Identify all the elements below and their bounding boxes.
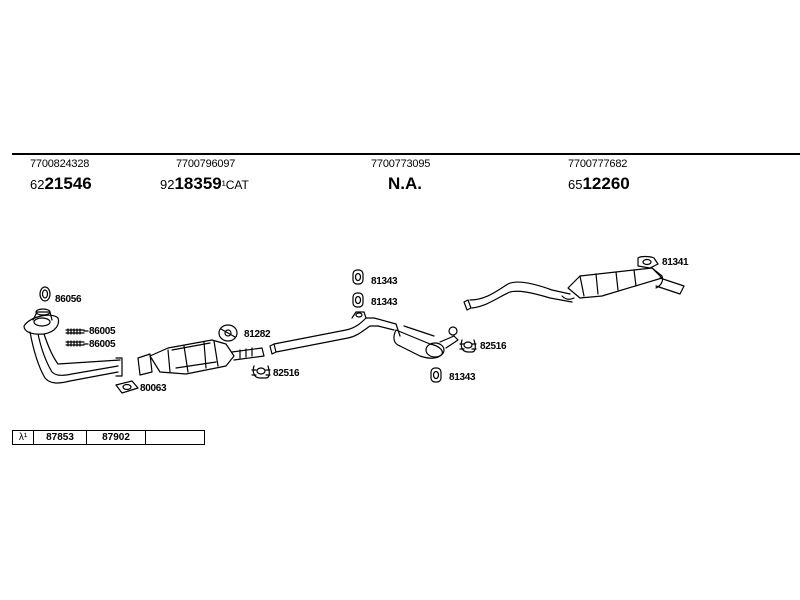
ref-main: 12260 bbox=[582, 174, 630, 193]
callout-86005-b: 86005 bbox=[89, 339, 116, 350]
callout-81343-c: 81343 bbox=[449, 372, 476, 383]
ref-main: 21546 bbox=[44, 174, 92, 193]
stud-86005-b bbox=[65, 340, 85, 347]
rubber-mount-81343-c bbox=[430, 367, 442, 383]
callout-81282: 81282 bbox=[244, 329, 271, 340]
intermediate-pipe bbox=[269, 311, 379, 355]
rubber-mount-81341 bbox=[637, 255, 659, 269]
legend-cell-3 bbox=[146, 431, 204, 444]
rubber-mount-81343-b bbox=[352, 292, 364, 308]
callout-81343-a: 81343 bbox=[371, 276, 398, 287]
ref-prefix: 62 bbox=[30, 177, 45, 192]
part-number-manifold: 7700824328 bbox=[30, 158, 90, 170]
ref-middle-silencer: N.A. bbox=[388, 174, 422, 194]
gasket-80063 bbox=[115, 380, 139, 394]
callout-82516-b: 82516 bbox=[480, 341, 507, 352]
legend-table: λ¹ 87853 87902 bbox=[12, 430, 205, 445]
ref-main: 18359 bbox=[174, 174, 222, 193]
ref-prefix: 65 bbox=[568, 177, 583, 192]
callout-86005-a: 86005 bbox=[89, 326, 116, 337]
ref-suffix: ¹CAT bbox=[221, 178, 249, 192]
ref-main: N.A. bbox=[388, 174, 422, 193]
part-number-middle-silencer: 7700773095 bbox=[371, 158, 431, 170]
ref-catalyst: 9218359¹CAT bbox=[160, 174, 249, 195]
callout-81343-b: 81343 bbox=[371, 297, 398, 308]
rubber-mount-81343-a bbox=[352, 269, 364, 285]
middle-silencer bbox=[373, 317, 459, 359]
exhaust-manifold bbox=[23, 308, 123, 384]
part-number-rear-silencer: 7700777682 bbox=[568, 158, 628, 170]
clamp-82516-b bbox=[459, 339, 477, 353]
ref-rear-silencer: 6512260 bbox=[568, 174, 630, 195]
callout-82516-a: 82516 bbox=[273, 368, 300, 379]
rubber-mount-81282 bbox=[218, 324, 238, 342]
legend-cell-2: 87902 bbox=[87, 431, 146, 444]
callout-86056: 86056 bbox=[55, 294, 82, 305]
rear-silencer bbox=[463, 267, 685, 311]
gasket-86056 bbox=[39, 286, 51, 302]
part-number-catalyst: 7700796097 bbox=[176, 158, 236, 170]
stud-86005-a bbox=[65, 328, 85, 335]
legend-lambda: λ¹ bbox=[13, 431, 34, 444]
catalytic-converter bbox=[137, 339, 265, 376]
legend-cell-1: 87853 bbox=[34, 431, 87, 444]
callout-80063: 80063 bbox=[140, 383, 167, 394]
ref-prefix: 92 bbox=[160, 177, 175, 192]
ref-manifold: 6221546 bbox=[30, 174, 92, 195]
section-divider-line bbox=[12, 153, 800, 155]
callout-81341: 81341 bbox=[662, 257, 689, 268]
clamp-82516-a bbox=[251, 365, 271, 379]
